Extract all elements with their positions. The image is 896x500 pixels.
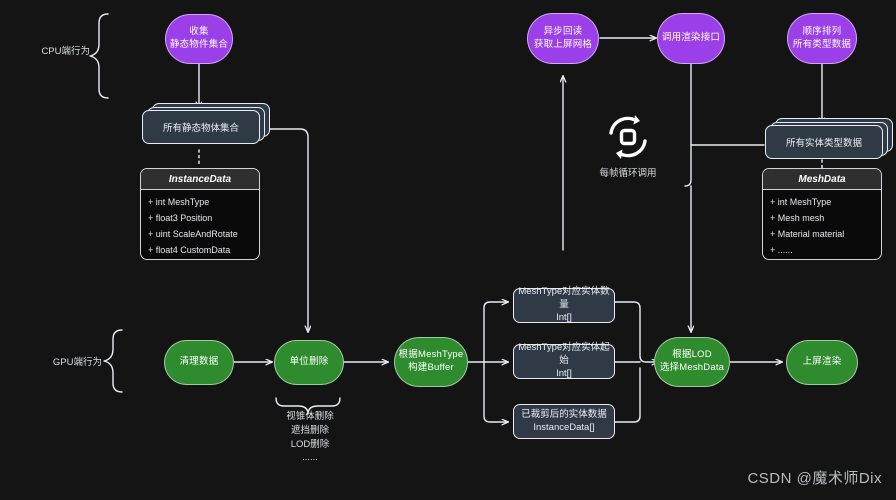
swimlane-label-cpu: CPU端行为: [41, 46, 90, 57]
node-culled-buffer[interactable]: 已裁剪后的实体数据 InstanceData[]: [513, 404, 615, 439]
node-count-buffer-label: MeshType对应实体数量 Int[]: [518, 286, 610, 323]
class-mesh-data-fields: + int MeshType + Mesh mesh + Material ma…: [763, 190, 881, 259]
node-count-buffer[interactable]: MeshType对应实体数量 Int[]: [513, 286, 615, 323]
node-clean-data-label: 清理数据: [179, 356, 219, 368]
class-field: + uint ScaleAndRotate: [148, 229, 238, 239]
class-field: + float4 CustomData: [148, 245, 231, 255]
node-async-readback[interactable]: 异步回读 获取上屏网格: [527, 13, 599, 64]
node-all-static-label: 所有静态物体集合: [162, 123, 239, 134]
class-instance-data-fields: + int MeshType + float3 Position + uint …: [141, 190, 259, 259]
class-field: + ......: [770, 245, 793, 255]
node-select-lod[interactable]: 根据LOD 选择MeshData: [654, 337, 730, 387]
class-mesh-data-title: MeshData: [763, 169, 881, 190]
node-sort-types[interactable]: 顺序排列 所有类型数据: [787, 13, 857, 64]
stack-layer-front: 所有静态物体集合: [142, 110, 260, 144]
node-unit-cull-label: 单位删除: [289, 356, 329, 368]
class-instance-data[interactable]: InstanceData + int MeshType + float3 Pos…: [140, 168, 260, 260]
node-clean-data[interactable]: 清理数据: [164, 340, 234, 385]
node-start-buffer[interactable]: MeshType对应实体起始 Int[]: [513, 342, 615, 379]
refresh-loop-icon: [602, 112, 654, 167]
stack-layer-front: 所有实体类型数据: [765, 125, 883, 159]
node-all-static-stack[interactable]: 所有静态物体集合: [142, 103, 270, 148]
class-mesh-data[interactable]: MeshData + int MeshType + Mesh mesh + Ma…: [762, 168, 882, 260]
node-build-buffer-label: 根据MeshType 构建Buffer: [398, 349, 464, 373]
node-collect-label: 收集 静态物件集合: [169, 26, 229, 50]
node-call-render-label: 调用渲染接口: [661, 32, 721, 44]
node-present[interactable]: 上屏渲染: [786, 340, 858, 385]
node-unit-cull[interactable]: 单位删除: [274, 340, 344, 385]
class-field: + Mesh mesh: [770, 213, 825, 223]
class-field: + int MeshType: [148, 197, 210, 207]
node-select-lod-label: 根据LOD 选择MeshData: [659, 349, 725, 373]
node-culled-buffer-label: 已裁剪后的实体数据 InstanceData[]: [521, 408, 607, 433]
node-sort-types-label: 顺序排列 所有类型数据: [792, 25, 852, 50]
class-field: + int MeshType: [770, 197, 832, 207]
node-all-entity-types-stack[interactable]: 所有实体类型数据: [765, 118, 893, 163]
node-all-entity-types-label: 所有实体类型数据: [785, 138, 862, 149]
node-call-render[interactable]: 调用渲染接口: [657, 13, 725, 64]
class-field: + float3 Position: [148, 213, 213, 223]
watermark: CSDN @魔术师Dix: [747, 470, 882, 487]
loop-caption: 每帧循环调用: [599, 168, 657, 179]
class-field: + Material material: [770, 229, 845, 239]
node-present-label: 上屏渲染: [802, 356, 842, 368]
swimlane-label-gpu: GPU端行为: [52, 357, 102, 368]
node-async-readback-label: 异步回读 获取上屏网格: [533, 25, 593, 50]
node-collect[interactable]: 收集 静态物件集合: [165, 14, 233, 64]
node-build-buffer[interactable]: 根据MeshType 构建Buffer: [394, 337, 468, 387]
annotation-cull-methods: 视锥体删除 遮挡删除 LOD删除 ......: [286, 411, 334, 464]
class-instance-data-title: InstanceData: [141, 169, 259, 190]
node-start-buffer-label: MeshType对应实体起始 Int[]: [518, 342, 610, 379]
